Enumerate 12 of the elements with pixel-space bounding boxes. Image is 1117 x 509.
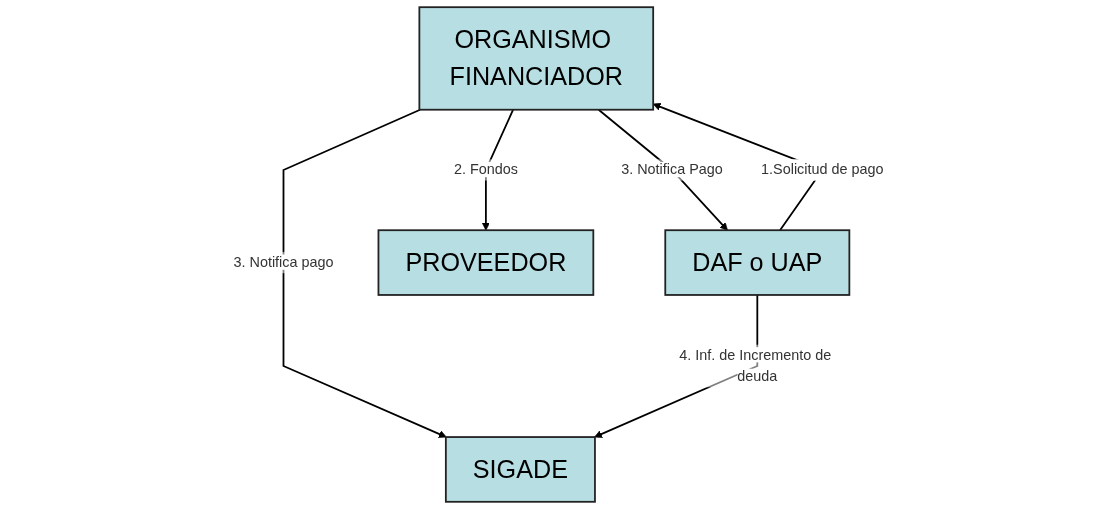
arrow (594, 294, 759, 438)
node-box: PROVEEDOR (377, 229, 595, 296)
node-box: SIGADE (444, 436, 596, 503)
arrow (282, 108, 447, 438)
edge-label: 3. Notifica pago (233, 254, 334, 270)
arrow (597, 108, 728, 231)
edge-label: 3. Notifica Pago (621, 161, 723, 178)
edge-label: 2. Fondos (453, 161, 518, 178)
node-box: ORGANISMO FINANCIADOR (418, 6, 655, 111)
edge-label: 1.Solicitud de pago (761, 161, 884, 178)
edge-label: 4. Inf. de Incremento de deuda (679, 347, 832, 384)
node-box: DAF o UAP (664, 229, 851, 296)
